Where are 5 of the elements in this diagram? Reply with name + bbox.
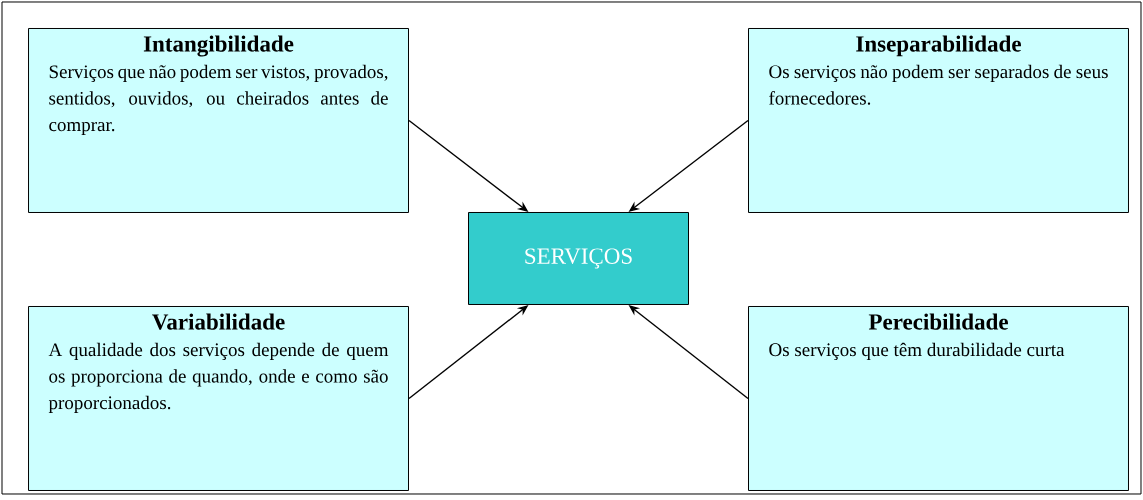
feature-box: Perecibilidade Os serviços que têm durabilidade curta — [748, 306, 1129, 491]
feature-box: Variabilidade A qualidade dos serviços depende de quem os proporciona de quando, onde e como são proporcionados. — [28, 306, 409, 491]
center-box: SERVIÇOS — [468, 212, 689, 305]
feature-box: Inseparabilidade Os serviços não podem ser separados de seus fornecedores. — [748, 28, 1129, 213]
feature-box: Intangibilidade Serviços que não podem ser vistos, provados, sentidos, ouvidos, ou cheirados antes de comprar. — [28, 28, 409, 213]
